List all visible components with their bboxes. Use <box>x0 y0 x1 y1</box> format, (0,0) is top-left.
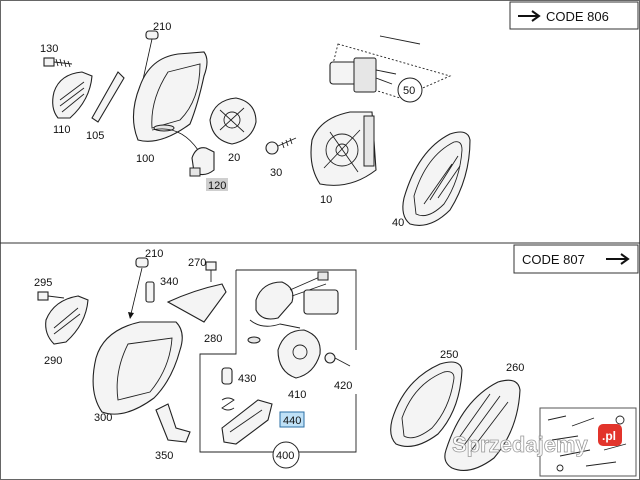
label-30: 30 <box>270 167 282 179</box>
part-100-housing <box>132 51 208 151</box>
label-290: 290 <box>44 355 62 367</box>
part-410-motor <box>277 329 321 379</box>
arrow-right-icon <box>606 253 630 265</box>
label-280: 280 <box>204 333 222 345</box>
watermark-badge <box>598 424 622 446</box>
label-440: 440 <box>283 415 301 427</box>
part-250-glass-frame <box>390 361 463 447</box>
label-20: 20 <box>228 152 240 164</box>
label-210-bottom: 210 <box>145 248 163 260</box>
part-300-housing <box>92 321 183 415</box>
watermark-text: Sprzedajemy <box>452 432 588 457</box>
arrow-right-icon <box>518 10 541 22</box>
code-807-label: CODE 807 <box>522 252 585 267</box>
label-350: 350 <box>155 450 173 462</box>
part-340-stud <box>145 281 155 303</box>
label-120: 120 <box>208 180 226 192</box>
part-290-blinker <box>45 295 89 345</box>
label-270: 270 <box>188 257 206 269</box>
part-260-mirror-glass <box>444 379 521 471</box>
part-105-strip <box>91 71 125 123</box>
label-430: 430 <box>238 373 256 385</box>
part-20-motor <box>209 97 257 145</box>
code-806-box: CODE 806 <box>509 1 639 30</box>
part-40-mirror-glass <box>402 131 471 226</box>
label-420: 420 <box>334 380 352 392</box>
label-10: 10 <box>320 194 332 206</box>
label-100: 100 <box>136 153 154 165</box>
label-50: 50 <box>403 85 415 97</box>
part-10-mechanism <box>310 111 377 186</box>
label-410: 410 <box>288 389 306 401</box>
part-harness-assembly <box>247 271 339 344</box>
assembly-400-frame <box>199 269 357 453</box>
label-260: 260 <box>506 362 524 374</box>
part-430-knob <box>221 367 235 411</box>
code-806-label: CODE 806 <box>546 9 609 24</box>
highlight-440 <box>279 411 305 428</box>
callout-400 <box>272 441 300 469</box>
label-40: 40 <box>392 217 404 229</box>
part-420-screw <box>324 352 351 367</box>
part-280-trim <box>166 283 227 323</box>
label-210-top: 210 <box>153 21 171 33</box>
callout-50 <box>397 77 423 103</box>
watermark: Sprzedajemy .pl <box>452 424 622 457</box>
code-807-box: CODE 807 <box>513 244 639 274</box>
part-120-sensor <box>189 147 215 177</box>
part-295-screw <box>37 291 65 301</box>
part-30-screw <box>265 137 297 155</box>
part-210-cap-bottom <box>128 257 149 319</box>
label-340: 340 <box>160 276 178 288</box>
label-300: 300 <box>94 412 112 424</box>
label-110: 110 <box>53 124 71 136</box>
label-130: 130 <box>40 43 58 55</box>
highlight-120 <box>206 178 228 191</box>
label-295: 295 <box>34 277 52 289</box>
part-270-screw <box>205 261 217 282</box>
part-50-motor-unit <box>329 35 452 99</box>
label-400: 400 <box>276 450 294 462</box>
part-350-bracket <box>155 403 191 443</box>
part-130-screw <box>43 57 73 68</box>
part-110-blinker <box>52 71 93 119</box>
label-250: 250 <box>440 349 458 361</box>
part-440-actuator <box>221 399 273 445</box>
label-105: 105 <box>86 130 104 142</box>
watermark-badge-text: .pl <box>602 429 616 443</box>
